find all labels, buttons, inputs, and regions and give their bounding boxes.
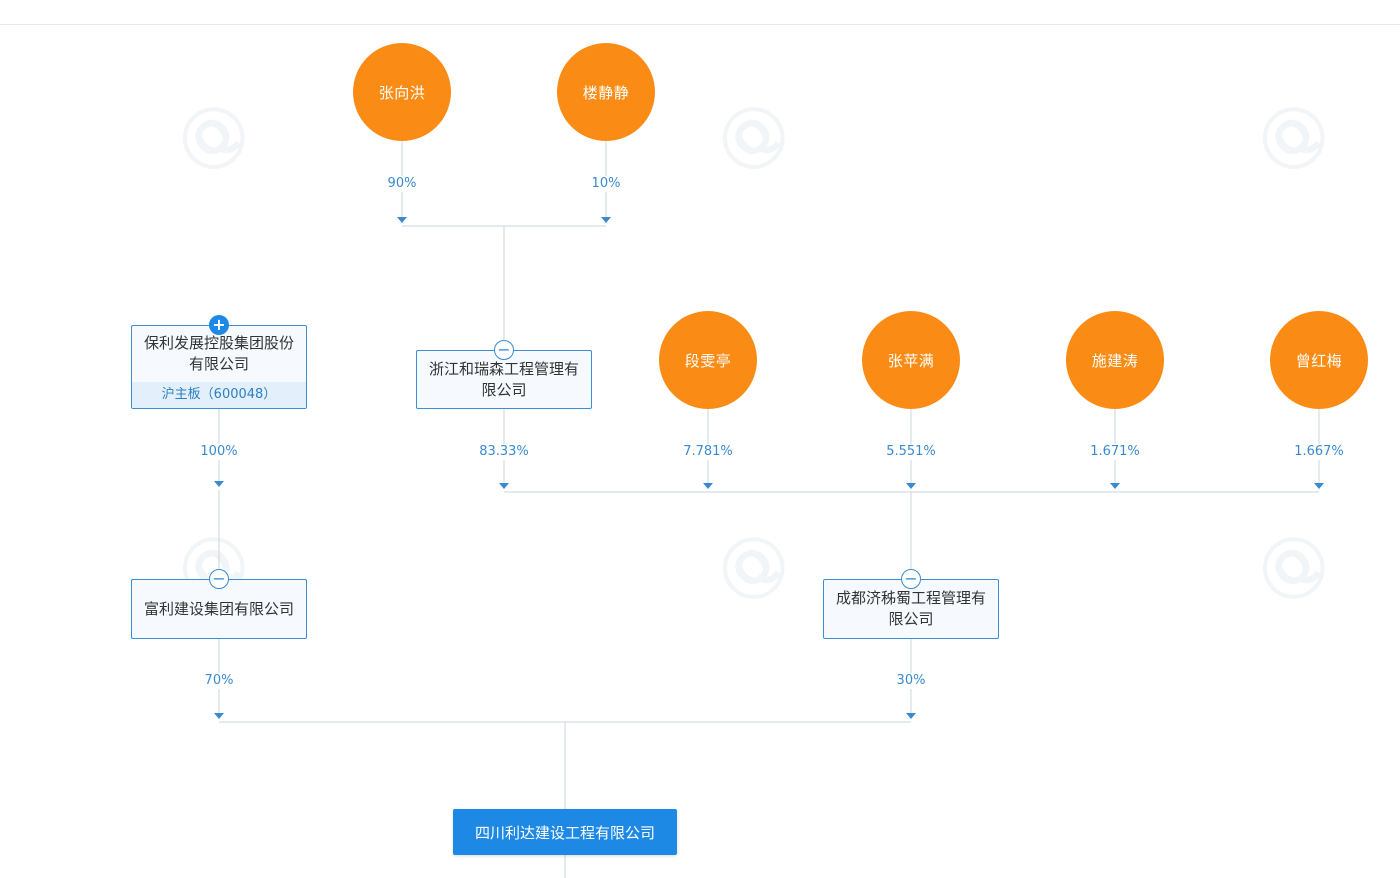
arrow-head-icon	[1110, 483, 1120, 489]
top-bar	[0, 0, 1400, 25]
company-node[interactable]: 浙江和瑞森工程管理有限公司	[416, 350, 592, 409]
company-node[interactable]: 富利建设集团有限公司	[131, 579, 307, 639]
arrow-head-icon	[397, 217, 407, 223]
share-percentage-label: 1.671%	[1088, 444, 1142, 460]
collapse-toggle-icon[interactable]: −	[901, 569, 921, 589]
share-percentage-label: 90%	[385, 176, 419, 192]
company-name: 浙江和瑞森工程管理有限公司	[428, 359, 579, 399]
share-percentage-label: 10%	[589, 176, 623, 192]
company-node-listed[interactable]: 保利发展控股集团股份有限公司 沪主板（600048）	[131, 325, 307, 409]
share-percentage-label: 30%	[894, 673, 928, 689]
share-percentage-label: 5.551%	[884, 444, 938, 460]
company-name: 成都济秭蜀工程管理有限公司	[835, 589, 986, 628]
shareholder-person-node[interactable]: 楼静静	[557, 43, 655, 141]
share-percentage-label: 83.33%	[477, 444, 531, 460]
company-name: 富利建设集团有限公司	[143, 599, 294, 618]
share-percentage-label: 1.667%	[1292, 444, 1346, 460]
collapse-toggle-icon[interactable]: −	[494, 340, 514, 360]
company-node[interactable]: 成都济秭蜀工程管理有限公司	[823, 579, 999, 639]
arrow-head-icon	[214, 713, 224, 719]
share-percentage-label: 70%	[202, 673, 236, 689]
share-percentage-label: 100%	[198, 444, 240, 460]
shareholder-person-node[interactable]: 张向洪	[353, 43, 451, 141]
arrow-head-icon	[703, 483, 713, 489]
shareholder-person-node[interactable]: 曾红梅	[1270, 311, 1368, 409]
arrow-head-icon	[906, 483, 916, 489]
listing-badge[interactable]: 沪主板（600048）	[132, 382, 306, 408]
target-company-node[interactable]: 四川利达建设工程有限公司	[453, 809, 677, 855]
collapse-toggle-icon[interactable]: −	[209, 569, 229, 589]
shareholder-person-node[interactable]: 张苹满	[862, 311, 960, 409]
arrow-head-icon	[601, 217, 611, 223]
arrow-head-icon	[1314, 483, 1324, 489]
arrow-head-icon	[499, 483, 509, 489]
company-name: 保利发展控股集团股份有限公司	[143, 334, 294, 373]
shareholder-person-node[interactable]: 施建涛	[1066, 311, 1164, 409]
shareholder-person-node[interactable]: 段雯亭	[659, 311, 757, 409]
arrow-head-icon	[214, 481, 224, 487]
share-percentage-label: 7.781%	[681, 444, 735, 460]
expand-toggle-icon[interactable]: +	[209, 315, 229, 335]
arrow-head-icon	[906, 713, 916, 719]
